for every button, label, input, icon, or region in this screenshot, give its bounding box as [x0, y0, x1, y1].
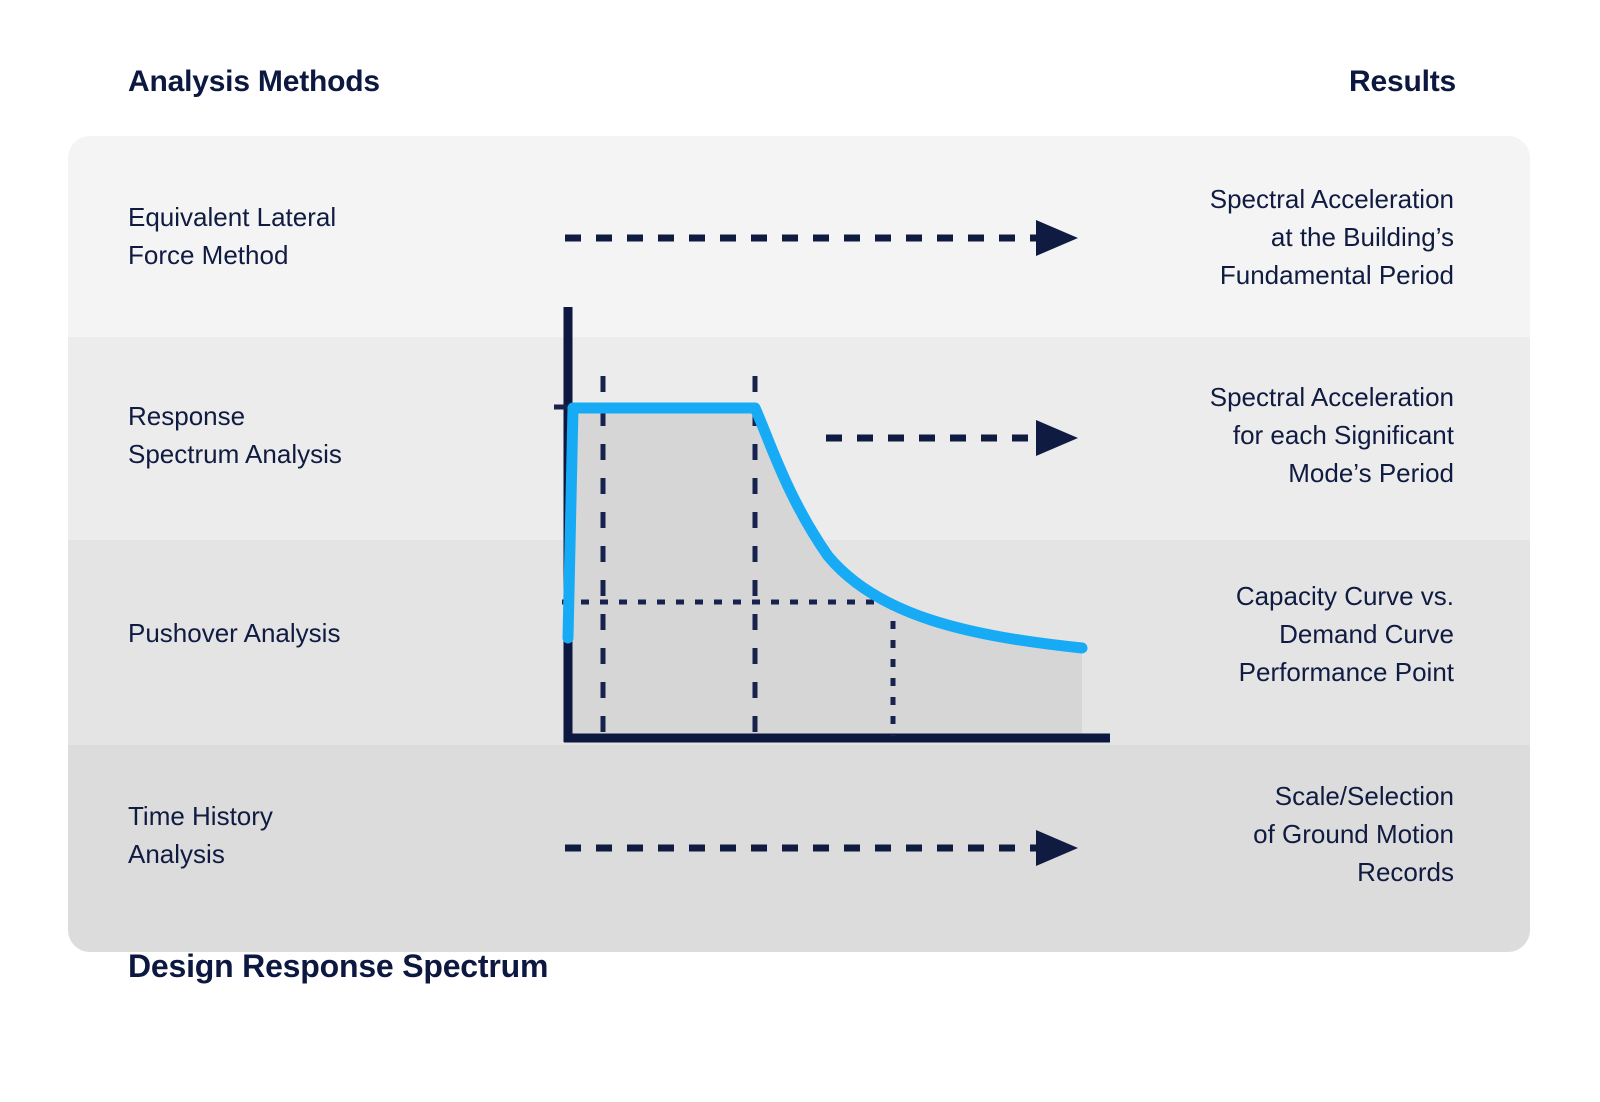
page-title-analysis-methods: Analysis Methods [128, 65, 380, 98]
method-label-elf-line-2: Force Method [128, 240, 289, 270]
chart-caption: Design Response Spectrum [128, 948, 549, 984]
method-label-pushover: Pushover Analysis [128, 614, 548, 652]
result-label-rsa-line-2: for each Significant [1232, 420, 1454, 450]
result-label-elf-line-1: Spectral Acceleration [1209, 184, 1454, 214]
result-label-time-history-line-2: of Ground Motion [1253, 819, 1454, 849]
method-label-time-history-line-1: Time History [128, 801, 273, 831]
result-label-rsa-line-3: Mode’s Period [1288, 458, 1454, 488]
method-label-elf-line-1: Equivalent Lateral [128, 202, 337, 232]
result-label-time-history-line-3: Records [1357, 857, 1454, 887]
method-label-pushover-line-1: Pushover Analysis [128, 618, 341, 648]
method-label-time-history-line-2: Analysis [128, 839, 225, 869]
result-label-rsa: Spectral Acceleration for each Significa… [1024, 378, 1454, 492]
methods-results-panel: Equivalent Lateral Force Method Spectral… [68, 136, 1530, 952]
result-label-elf: Spectral Acceleration at the Building’s … [1024, 180, 1454, 294]
result-label-elf-line-3: Fundamental Period [1219, 260, 1454, 290]
result-label-rsa-line-1: Spectral Acceleration [1209, 382, 1454, 412]
result-label-elf-line-2: at the Building’s [1270, 222, 1454, 252]
result-label-time-history-line-1: Scale/Selection [1274, 781, 1454, 811]
result-label-pushover-line-3: Performance Point [1238, 657, 1454, 687]
page-title-results: Results [1349, 65, 1456, 98]
method-label-rsa-line-1: Response [128, 401, 246, 431]
result-label-time-history: Scale/Selection of Ground Motion Records [1024, 777, 1454, 891]
result-label-pushover-line-2: Demand Curve [1279, 619, 1454, 649]
method-label-elf: Equivalent Lateral Force Method [128, 198, 548, 274]
method-label-rsa: Response Spectrum Analysis [128, 397, 548, 473]
method-label-rsa-line-2: Spectrum Analysis [128, 439, 342, 469]
result-label-pushover-line-1: Capacity Curve vs. [1235, 581, 1454, 611]
result-label-pushover: Capacity Curve vs. Demand Curve Performa… [1024, 577, 1454, 691]
method-label-time-history: Time History Analysis [128, 797, 548, 873]
